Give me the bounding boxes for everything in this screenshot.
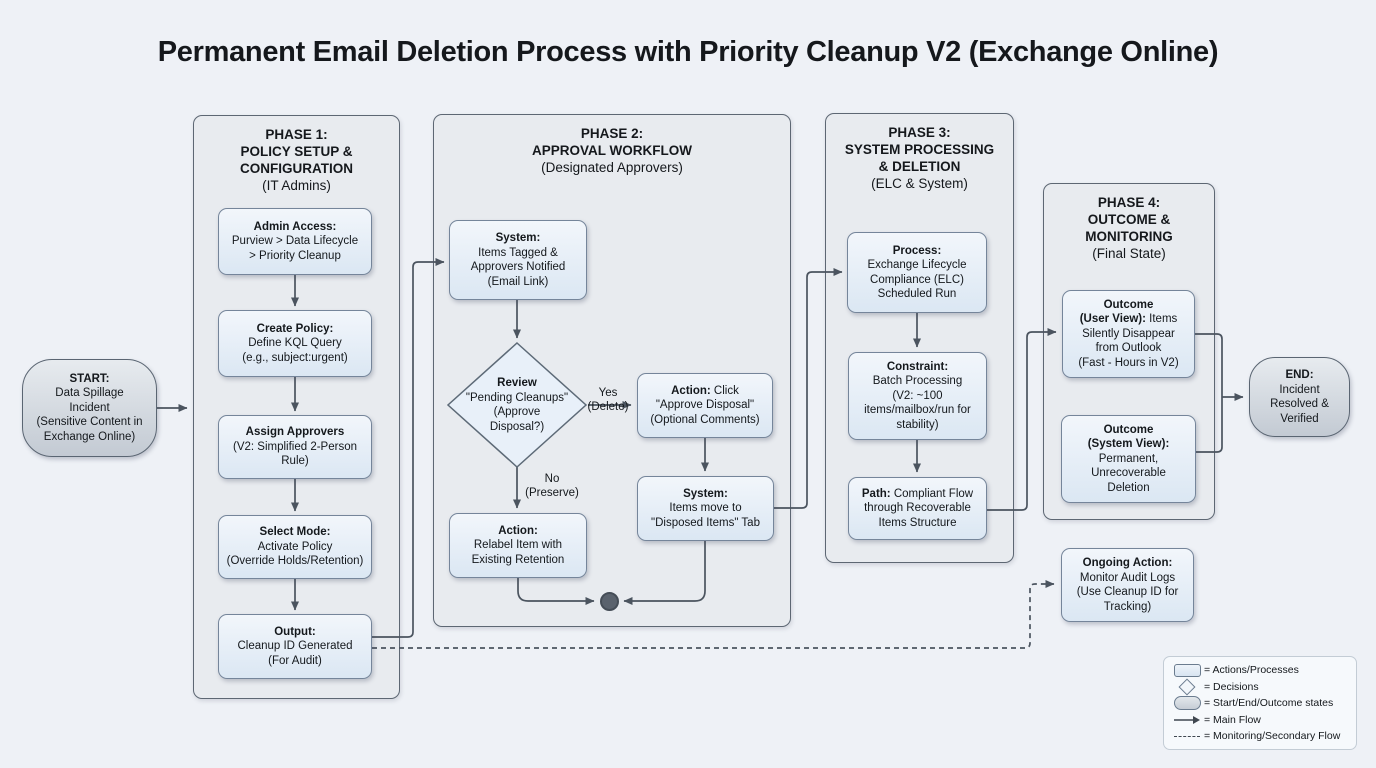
legend-label-main-flow: = Main Flow	[1204, 713, 1261, 726]
phase-2-subtitle: (Designated Approvers)	[541, 160, 683, 175]
phase-3-header: PHASE 3: SYSTEM PROCESSING & DELETION (E…	[826, 114, 1013, 192]
decision-swatch-icon	[1178, 678, 1196, 695]
phase-1-title: PHASE 1: POLICY SETUP & CONFIGURATION	[240, 127, 353, 176]
end-title: END:	[1285, 369, 1314, 381]
node-output: Output: Cleanup ID Generated (For Audit)	[218, 614, 372, 679]
merge-node	[600, 592, 619, 611]
action-relabel-title: Action:	[498, 524, 538, 537]
review-title: Review	[497, 377, 537, 389]
select-mode-title: Select Mode:	[259, 526, 331, 539]
node-process: Process: Exchange Lifecycle Compliance (E…	[847, 232, 987, 313]
path-title: Path:	[861, 487, 891, 500]
ongoing-action-body: Monitor Audit Logs (Use Cleanup ID for T…	[1076, 571, 1179, 613]
outcome-user-body: Items Silently Disappear from Outlook (F…	[1078, 313, 1179, 369]
node-admin-access: Admin Access: Purview > Data Lifecycle > …	[218, 208, 372, 275]
outcome-system-title: Outcome (System View):	[1087, 423, 1170, 451]
process-swatch-icon	[1173, 663, 1201, 677]
edge-outcome-user-to-merge	[1195, 333, 1223, 397]
node-ongoing-action: Ongoing Action: Monitor Audit Logs (Use C…	[1061, 548, 1194, 622]
edge-path-to-outcome-user	[986, 328, 1057, 511]
secondary-flow-dash-icon	[1174, 735, 1200, 737]
node-action-relabel: Action: Relabel Item with Existing Retent…	[449, 513, 587, 578]
phase-2-title: PHASE 2: APPROVAL WORKFLOW	[532, 126, 692, 158]
node-select-mode: Select Mode:Activate Policy (Override Ho…	[218, 515, 372, 579]
edge-disposed-to-merge	[623, 541, 706, 605]
decision-review: Review "Pending Cleanups" (Approve Dispos…	[447, 372, 587, 438]
legend-row-states: = Start/End/Outcome states	[1170, 695, 1350, 712]
phase-4-subtitle: (Final State)	[1092, 246, 1166, 261]
node-system-tagged: System: Items Tagged & Approvers Notified…	[449, 220, 587, 300]
legend-label-states: = Start/End/Outcome states	[1204, 697, 1334, 709]
legend-row-secondary-flow: = Monitoring/Secondary Flow	[1170, 728, 1350, 745]
assign-approvers-body: (V2: Simplified 2-Person Rule)	[233, 440, 357, 468]
action-relabel-body: Relabel Item with Existing Retention	[471, 539, 565, 566]
outcome-user-title: Outcome (User View):	[1079, 298, 1154, 326]
end-body: Incident Resolved & Verified	[1270, 383, 1329, 425]
edge-outcome-system-to-merge	[1196, 397, 1223, 453]
phase-3-title: PHASE 3: SYSTEM PROCESSING & DELETION	[844, 125, 995, 174]
legend-label-processes: = Actions/Processes	[1204, 664, 1299, 676]
constraint-title: Constraint:	[886, 360, 949, 373]
output-body: Cleanup ID Generated (For Audit)	[237, 640, 353, 667]
create-policy-title: Create Policy:	[256, 322, 334, 335]
node-create-policy: Create Policy: Define KQL Query (e.g., su…	[218, 310, 372, 377]
node-outcome-user: Outcome (User View): Items Silently Disa…	[1062, 290, 1195, 378]
edge-output-to-system-tagged	[372, 258, 445, 638]
phase-4-header: PHASE 4: OUTCOME & MONITORING (Final Sta…	[1044, 184, 1214, 262]
outcome-system-body: Permanent, Unrecoverable Deletion	[1091, 452, 1166, 494]
system-tagged-body: Items Tagged & Approvers Notified (Email…	[470, 246, 566, 288]
legend: = Actions/Processes = Decisions = Start/…	[1163, 656, 1357, 750]
node-action-click: Action: Click "Approve Disposal" (Option…	[637, 373, 773, 438]
process-title: Process:	[892, 244, 942, 257]
node-constraint: Constraint: Batch Processing (V2: ~100 it…	[848, 352, 987, 440]
constraint-body: Batch Processing (V2: ~100 items/mailbox…	[864, 375, 971, 431]
legend-row-main-flow: = Main Flow	[1170, 711, 1350, 728]
edge-label-yes: Yes (Delete)	[587, 387, 629, 413]
review-body: "Pending Cleanups" (Approve Disposal?)	[465, 391, 569, 433]
node-system-disposed: System: Items move to "Disposed Items" Ta…	[637, 476, 774, 541]
phase-3-subtitle: (ELC & System)	[871, 176, 968, 191]
legend-row-processes: = Actions/Processes	[1170, 662, 1350, 679]
admin-access-body: Purview > Data Lifecycle > Priority Clea…	[231, 235, 359, 262]
node-outcome-system: Outcome (System View):Permanent, Unrecov…	[1061, 415, 1196, 503]
phase-1-header: PHASE 1: POLICY SETUP & CONFIGURATION (I…	[194, 116, 399, 194]
state-swatch-icon	[1173, 696, 1201, 710]
decision-review-shape	[446, 341, 588, 469]
main-flow-arrow-icon	[1174, 715, 1200, 724]
system-disposed-title: System:	[683, 487, 728, 500]
legend-row-decisions: = Decisions	[1170, 678, 1350, 695]
admin-access-title: Admin Access:	[253, 220, 337, 233]
phase-1-subtitle: (IT Admins)	[262, 178, 331, 193]
action-click-title: Action:	[671, 384, 711, 397]
assign-approvers-title: Assign Approvers	[245, 426, 345, 439]
start-title: START:	[69, 372, 110, 385]
phase-4-title: PHASE 4: OUTCOME & MONITORING	[1085, 195, 1173, 244]
node-path: Path: Compliant Flow through Recoverable…	[848, 477, 987, 540]
action-click-body: Click "Approve Disposal" (Optional Comme…	[650, 384, 760, 426]
path-body: Compliant Flow through Recoverable Items…	[864, 487, 974, 529]
edge-output-to-monitor-dashed	[372, 580, 1055, 649]
create-policy-body: Define KQL Query (e.g., subject:urgent)	[242, 337, 348, 364]
diagram-title: Permanent Email Deletion Process with Pr…	[157, 36, 1219, 68]
end-node: END: Incident Resolved & Verified	[1249, 357, 1350, 437]
node-assign-approvers: Assign Approvers(V2: Simplified 2-Person…	[218, 415, 372, 479]
edge-disposed-to-process	[774, 268, 843, 509]
system-tagged-title: System:	[495, 232, 541, 244]
output-title: Output:	[274, 625, 316, 638]
phase-2-header: PHASE 2: APPROVAL WORKFLOW (Designated A…	[434, 115, 790, 176]
ongoing-action-title: Ongoing Action:	[1082, 557, 1173, 569]
legend-label-secondary-flow: = Monitoring/Secondary Flow	[1204, 730, 1341, 742]
legend-label-decisions: = Decisions	[1204, 680, 1259, 693]
start-node: START: Data Spillage Incident (Sensitive …	[22, 359, 157, 457]
start-body: Data Spillage Incident (Sensitive Conten…	[36, 387, 143, 443]
select-mode-body: Activate Policy (Override Holds/Retentio…	[226, 540, 364, 568]
process-body: Exchange Lifecycle Compliance (ELC) Sche…	[867, 259, 967, 300]
edge-relabel-to-merge	[517, 578, 595, 605]
edge-label-no: No (Preserve)	[525, 473, 579, 499]
system-disposed-body: Items move to "Disposed Items" Tab	[651, 502, 760, 529]
